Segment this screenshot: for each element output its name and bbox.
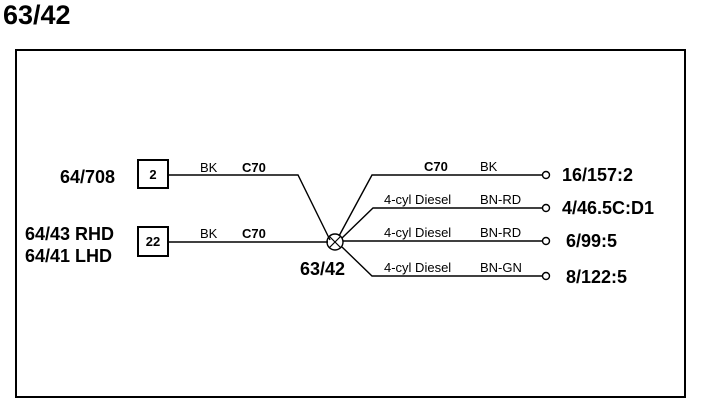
terminal-icon	[541, 203, 551, 213]
destination-label: 4/46.5C:D1	[562, 198, 654, 218]
connector-label: 64/43 RHD	[25, 224, 114, 244]
wire-color: BN-GN	[480, 260, 522, 275]
wire	[168, 174, 331, 241]
wire	[338, 174, 542, 237]
wire-color: BK	[480, 159, 498, 174]
wire	[341, 246, 542, 277]
wire-circuit: C70	[242, 160, 266, 175]
connector-pin: 22	[146, 234, 160, 249]
wire-note: 4-cyl Diesel	[384, 225, 451, 240]
terminal-icon	[541, 236, 551, 246]
connector-label: 64/708	[60, 167, 115, 187]
connector-label: 64/41 LHD	[25, 246, 112, 266]
page-title: 63/42	[3, 0, 71, 30]
wire-color: BK	[200, 226, 218, 241]
diagram-frame	[15, 49, 686, 398]
wire-color: BK	[200, 160, 218, 175]
terminal-icon	[541, 170, 551, 180]
terminal-icon	[541, 271, 551, 281]
splice-icon	[326, 233, 344, 251]
splice-label: 63/42	[300, 259, 345, 279]
wire-note: 4-cyl Diesel	[384, 260, 451, 275]
wire-color: BN-RD	[480, 192, 521, 207]
wire	[341, 207, 542, 239]
destination-label: 8/122:5	[566, 267, 627, 287]
wire-color: BN-RD	[480, 225, 521, 240]
destination-label: 6/99:5	[566, 231, 617, 251]
wire-circuit: C70	[424, 159, 448, 174]
wire-circuit: C70	[242, 226, 266, 241]
connector-pin: 2	[149, 167, 156, 182]
destination-label: 16/157:2	[562, 165, 633, 185]
wire-note: 4-cyl Diesel	[384, 192, 451, 207]
connector-box	[137, 159, 169, 189]
